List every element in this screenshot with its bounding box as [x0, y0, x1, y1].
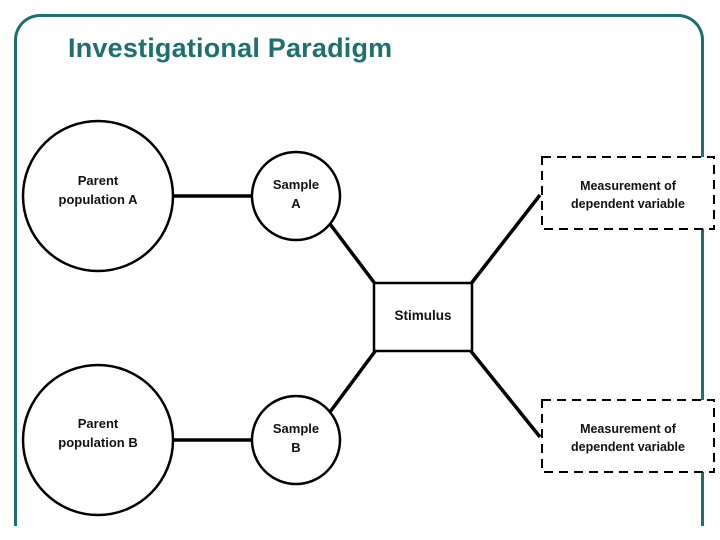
diagram-edges — [173, 193, 542, 442]
slide-frame-right — [701, 86, 704, 526]
node-stimulus — [372, 281, 474, 353]
node-measurement-b — [541, 399, 715, 473]
slide-frame-left — [14, 86, 17, 526]
edge-stimulus-to-measurement-b — [468, 348, 542, 439]
node-sample-a — [250, 150, 342, 242]
edge-stimulus-to-measurement-a — [468, 193, 542, 287]
slide-frame-top — [14, 14, 704, 88]
node-parent-population-a — [21, 119, 175, 273]
node-parent-population-b — [21, 363, 175, 517]
page-title: Investigational Paradigm — [68, 33, 393, 63]
node-sample-b — [250, 394, 342, 486]
edge-sample-a-to-stimulus — [328, 222, 378, 287]
edge-sample-b-to-stimulus — [328, 348, 378, 414]
node-measurement-a — [541, 156, 715, 230]
title-frame-gap — [60, 84, 540, 91]
